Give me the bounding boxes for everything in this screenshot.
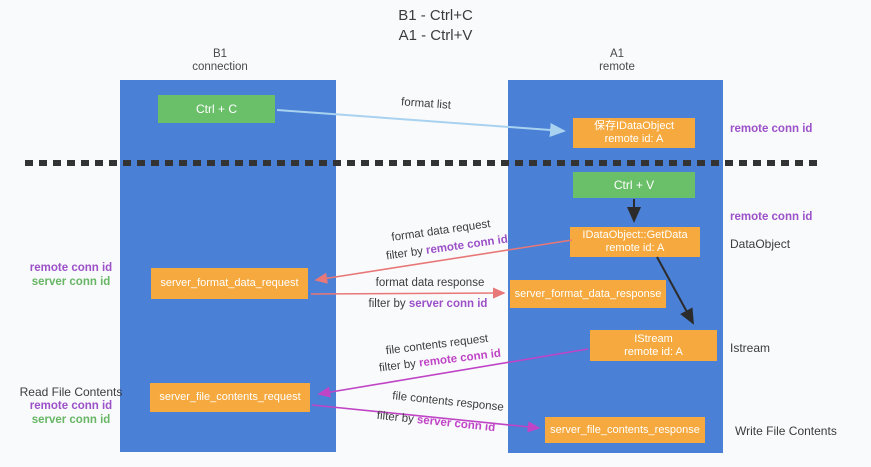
lifeline-header-b1: B1 connection — [160, 48, 280, 74]
server-conn-id-label-left: server conn id — [31, 276, 111, 288]
ctrl-c-label: Ctrl + C — [195, 101, 237, 116]
server-format-data-request-label: server_format_data_request — [160, 277, 299, 289]
istream-side-label: Istream — [730, 341, 771, 355]
getdata-line1: IDataObject::GetData — [582, 229, 688, 241]
server-format-data-request-box: server_format_data_request — [151, 268, 308, 299]
lifeline-a1-name: A1 — [609, 48, 625, 60]
istream-box: IStream remote id: A — [590, 330, 717, 361]
title-line-b1: B1 - Ctrl+C — [398, 7, 473, 24]
save-dataobject-line2: remote id: A — [604, 133, 664, 145]
getdata-line2: remote id: A — [605, 242, 665, 254]
ctrl-v-label: Ctrl + V — [613, 177, 655, 192]
lifeline-b1-name: B1 — [212, 48, 228, 60]
ctrl-v-box: Ctrl + V — [573, 172, 695, 198]
lifeline-b1-role: connection — [192, 61, 248, 73]
remote-conn-id-label-mid: remote conn id — [730, 211, 813, 223]
left-conn-id-block: remote conn id server conn id — [11, 261, 131, 289]
filter-prefix: filter by — [368, 298, 406, 310]
server-conn-id-value: server conn id — [416, 414, 496, 435]
file-contents-response-filter-label: filter by server conn id — [376, 410, 496, 434]
lifeline-header-a1: A1 remote — [557, 48, 677, 74]
server-file-contents-request-box: server_file_contents_request — [150, 383, 310, 412]
filter-prefix: filter by — [385, 245, 424, 263]
read-file-contents-label: Read File Contents — [19, 385, 123, 399]
remote-conn-id-label-bottom: remote conn id — [29, 400, 113, 412]
filter-prefix: filter by — [378, 358, 417, 375]
istream-line1: IStream — [634, 332, 673, 345]
server-conn-id-value: server conn id — [408, 298, 488, 310]
server-format-data-response-box: server_format_data_response — [510, 280, 666, 308]
diagram-title: B1 - Ctrl+C A1 - Ctrl+V — [0, 6, 871, 46]
format-list-label: format list — [400, 96, 452, 112]
remote-conn-id-label-left: remote conn id — [29, 262, 113, 274]
getdata-box: IDataObject::GetData remote id: A — [570, 227, 700, 257]
file-contents-response-label: file contents response — [391, 390, 505, 414]
lifeline-a1-role: remote — [599, 61, 635, 73]
istream-line2: remote id: A — [624, 345, 683, 358]
save-dataobject-line1: 保存IDataObject — [593, 120, 675, 132]
server-file-contents-request-label: server_file_contents_request — [159, 391, 301, 403]
format-data-response-filter-label: filter by server conn id — [369, 298, 488, 310]
server-conn-id-label-bottom: server conn id — [31, 414, 111, 426]
format-data-response-label: format data response — [375, 277, 485, 289]
filter-prefix: filter by — [376, 409, 415, 426]
dataobject-label: DataObject — [730, 237, 791, 251]
read-file-contents-block: Read File Contents remote conn id server… — [11, 385, 131, 427]
save-dataobject-box: 保存IDataObject remote id: A — [573, 118, 695, 148]
server-file-contents-response-label: server_file_contents_response — [550, 423, 700, 436]
write-file-contents-label: Write File Contents — [735, 424, 837, 438]
remote-conn-id-label-top: remote conn id — [730, 123, 813, 135]
format-data-response-arrow — [310, 287, 506, 299]
ctrl-c-box: Ctrl + C — [158, 95, 275, 123]
server-file-contents-response-box: server_file_contents_response — [545, 417, 705, 443]
server-format-data-response-label: server_format_data_response — [514, 287, 662, 300]
title-line-a1: A1 - Ctrl+V — [398, 27, 473, 44]
